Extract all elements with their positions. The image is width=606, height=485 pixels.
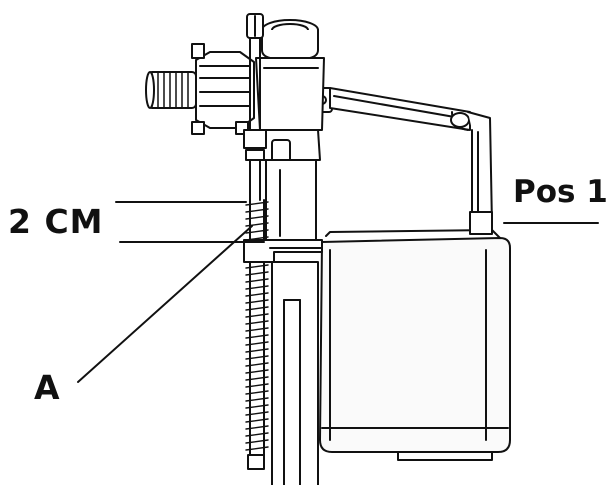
distance-label: 2 CM (8, 202, 104, 241)
float-arm (311, 87, 493, 235)
position-label: Pos 1 (513, 174, 606, 210)
part-label: A (34, 368, 60, 407)
adjustment-rod (243, 13, 269, 470)
bracket (243, 239, 323, 485)
annotation-lines (77, 201, 599, 383)
threaded-inlet-icon (145, 43, 255, 135)
part-a-leader-line (77, 225, 253, 383)
float-box-icon (319, 229, 511, 461)
